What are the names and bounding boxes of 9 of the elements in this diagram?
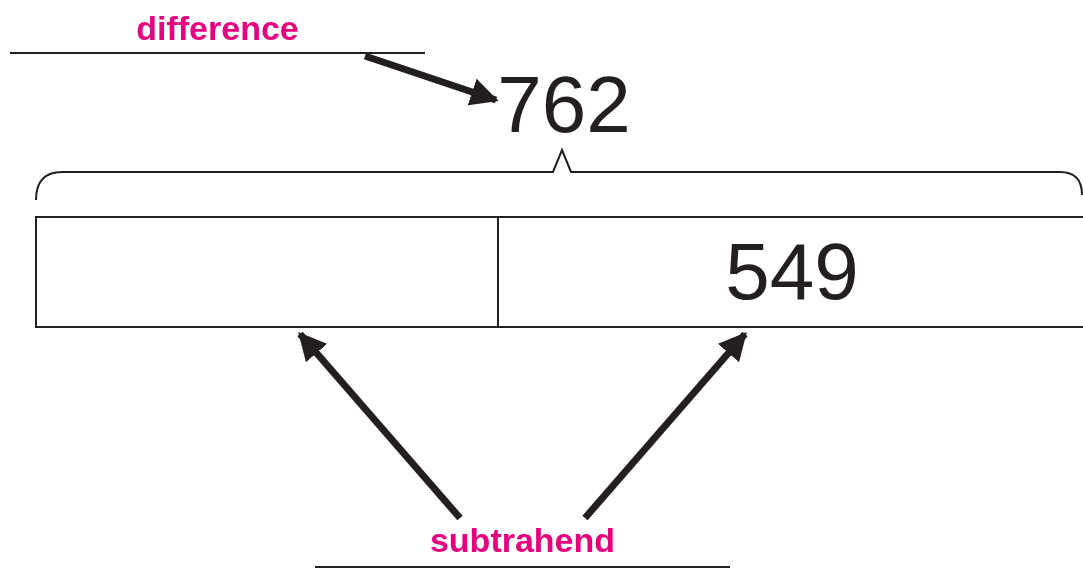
number: 762 xyxy=(498,66,630,144)
arrow xyxy=(297,331,463,521)
answer-text: subtrahend xyxy=(429,520,616,560)
bar-segment xyxy=(35,216,499,328)
number: 549 xyxy=(725,232,859,312)
arrow xyxy=(582,331,748,521)
answer-text: difference xyxy=(136,8,299,48)
arrow xyxy=(363,52,499,106)
bar-segment xyxy=(497,216,1083,328)
